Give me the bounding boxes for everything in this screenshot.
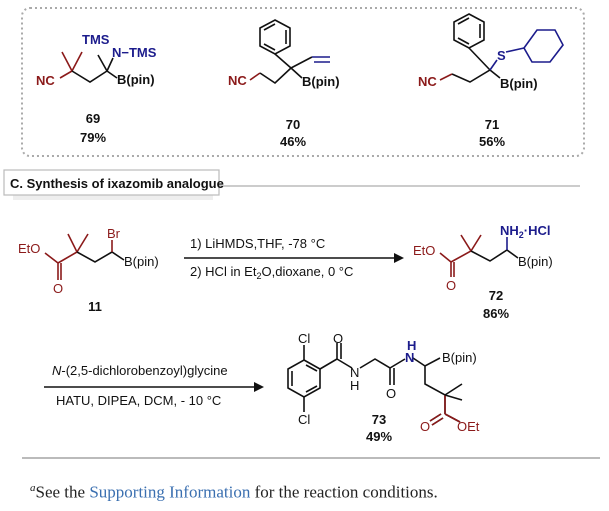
bond <box>457 17 481 45</box>
compound-yield: 49% <box>366 429 392 444</box>
bond <box>44 233 89 280</box>
footnote-marker: a <box>30 482 36 494</box>
eto-label: EtO <box>413 243 435 258</box>
compound-11: EtO O Br B(pin) 11 <box>18 226 159 314</box>
bond <box>470 249 519 262</box>
bond <box>429 395 461 426</box>
compound-number: 73 <box>372 412 386 427</box>
compound-number: 11 <box>88 299 102 314</box>
compound-69: NC TMS N−TMS B(pin) 69 79% <box>36 32 157 145</box>
bond <box>444 394 463 401</box>
bond <box>71 70 108 83</box>
cl-label: Cl <box>298 412 310 427</box>
ntms-label: N−TMS <box>112 45 157 60</box>
compound-number: 72 <box>489 288 503 303</box>
footnote-text: See the <box>35 482 90 502</box>
nc-label: NC <box>228 73 247 88</box>
bpin-label: B(pin) <box>117 72 155 87</box>
bpin-label: B(pin) <box>302 74 340 89</box>
bond <box>249 72 261 81</box>
nc-label: NC <box>36 73 55 88</box>
br-label: Br <box>107 226 121 241</box>
bond <box>291 364 318 393</box>
compounds-dashed-box <box>21 7 585 157</box>
bond <box>263 23 287 51</box>
bond <box>290 56 313 79</box>
bond <box>274 53 292 69</box>
nc-label: NC <box>418 74 437 89</box>
bpin-label: B(pin) <box>124 254 159 269</box>
condition-step-1: 1) LiHMDS,THF, -78 °C <box>190 236 325 251</box>
arrowhead-icon <box>394 253 404 263</box>
o-label: O <box>333 331 343 346</box>
vinyl-bond <box>312 56 330 63</box>
bond <box>451 69 501 83</box>
compound-yield: 86% <box>483 306 509 321</box>
footnote-text: for the reaction conditions. <box>250 482 438 502</box>
compound-number: 71 <box>485 117 499 132</box>
bond <box>489 47 525 71</box>
o-label: O <box>446 278 456 293</box>
compound-yield: 46% <box>280 134 306 149</box>
compound-number: 70 <box>286 117 300 132</box>
o-label: O <box>420 419 430 434</box>
bpin-label: B(pin) <box>518 254 553 269</box>
bond <box>59 51 83 79</box>
arrowhead-icon <box>254 382 264 392</box>
condition-label: HATU, DIPEA, DCM, - 10 °C <box>56 393 221 408</box>
compound-70: NC B(pin) 70 46% <box>228 19 340 149</box>
section-header-box <box>3 169 220 196</box>
bond <box>259 67 292 85</box>
phenyl-ring-s <box>523 29 564 63</box>
scheme-footnote: aSee the Supporting Information for the … <box>30 482 438 503</box>
h-label: H <box>407 338 416 353</box>
compound-72: EtO O NH2·HCl B(pin) 72 86% <box>413 223 553 321</box>
nh-label: N <box>405 350 414 365</box>
compound-73: Cl Cl O N H O N H B(pin) O OEt 73 49% <box>287 331 480 444</box>
bpin-label: B(pin) <box>500 76 538 91</box>
nh2-hcl-label: NH2·HCl <box>500 223 551 240</box>
reagent-label: N-(2,5-dichlorobenzoyl)glycine <box>52 363 228 378</box>
bond <box>439 234 482 277</box>
supporting-information-link[interactable]: Supporting Information <box>89 482 251 502</box>
tms-label: TMS <box>82 32 110 47</box>
o-label: O <box>386 386 396 401</box>
compound-yield: 56% <box>479 134 505 149</box>
h-label: H <box>350 378 359 393</box>
section-title: C. Synthesis of ixazomib analogue <box>10 176 224 191</box>
bpin-label: B(pin) <box>442 350 477 365</box>
eto-label: EtO <box>18 241 40 256</box>
bond <box>97 54 118 79</box>
compound-71: NC S B(pin) 71 56% <box>418 13 564 149</box>
nh-label: N <box>350 365 359 380</box>
compound-yield: 79% <box>80 130 106 145</box>
bond <box>468 47 491 71</box>
bond <box>439 73 453 81</box>
s-label: S <box>497 48 506 63</box>
oet-label: OEt <box>457 419 480 434</box>
o-label: O <box>53 281 63 296</box>
compound-number: 69 <box>86 111 100 126</box>
bond <box>76 251 125 263</box>
cl-label: Cl <box>298 331 310 346</box>
condition-step-2: 2) HCl in Et2O,dioxane, 0 °C <box>190 264 353 281</box>
